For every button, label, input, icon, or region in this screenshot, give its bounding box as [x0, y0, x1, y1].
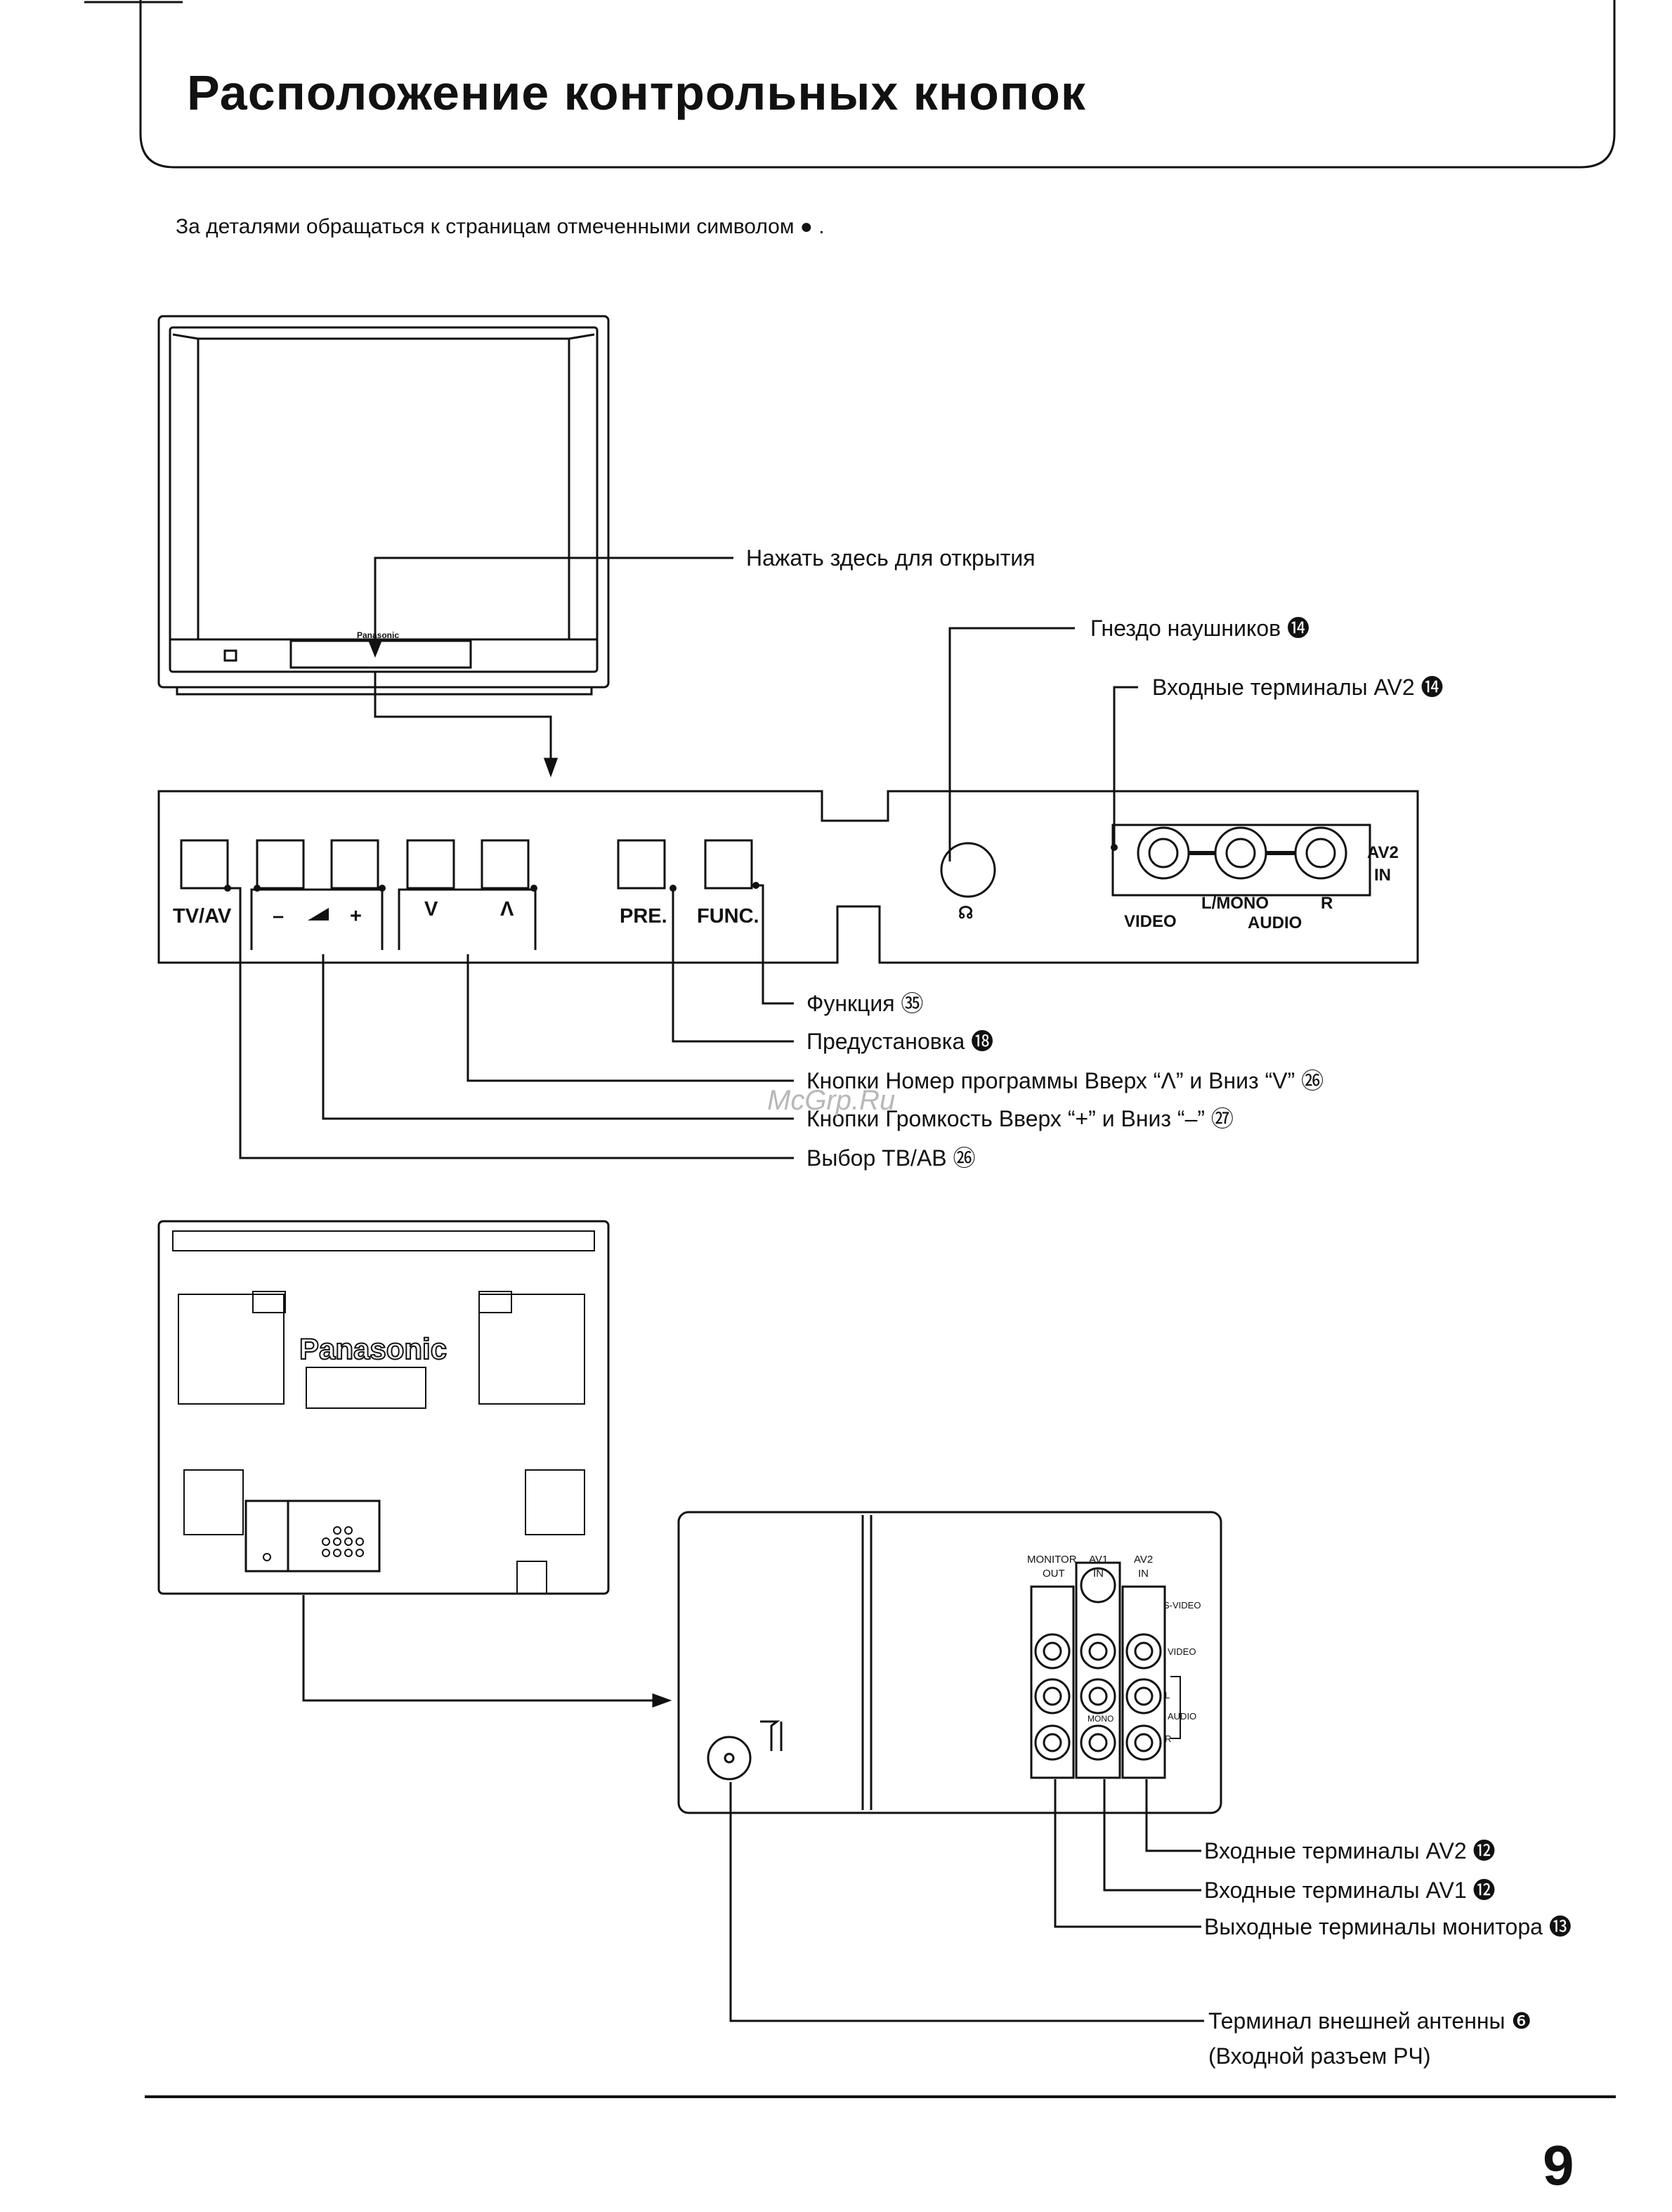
- svideo-side-label: S-VIDEO: [1163, 1600, 1201, 1611]
- pre-button-label: PRE.: [620, 905, 667, 928]
- rear-brand-logo: Panasonic: [299, 1332, 448, 1366]
- monitor-out-header-1: MONITOR: [1027, 1554, 1077, 1566]
- monitor-out-header-2: OUT: [1043, 1568, 1065, 1580]
- av1-in-header-1: AV1: [1089, 1554, 1109, 1566]
- video-side-label: VIDEO: [1168, 1646, 1196, 1657]
- audio-side-label: AUDIO: [1168, 1711, 1197, 1722]
- channel-down-label: V: [424, 898, 438, 920]
- headphone-icon: ☊: [958, 904, 974, 923]
- control-panel-outline: [157, 790, 1419, 964]
- mono-side-label: MONO: [1088, 1714, 1114, 1724]
- volume-plus-label: +: [350, 905, 362, 928]
- volume-buttons-callout: Кнопки Громкость Вверх “+” и Вниз “–” ㉗: [806, 1106, 1234, 1131]
- rear-tv-illustration: [157, 1220, 610, 1595]
- antenna-callout: Терминал внешней антенны ❻: [1208, 2008, 1532, 2034]
- av2-lmono-label: L/MONO: [1201, 894, 1269, 913]
- rear-av2-callout: Входные терминалы AV2 ⓬: [1204, 1838, 1496, 1863]
- r-side-label: R: [1165, 1733, 1172, 1744]
- preset-callout: Предустановка ⓲: [806, 1029, 994, 1054]
- rear-panel-outline: [677, 1511, 1222, 1814]
- front-brand-logo: Panasonic: [357, 630, 400, 640]
- tvav-select-callout: Выбор ТВ/АВ ㉖: [806, 1145, 976, 1171]
- av2-inputs-callout: Входные терминалы AV2 ⓮: [1152, 675, 1444, 700]
- func-button-label: FUNC.: [697, 905, 759, 928]
- intro-text: За деталями обращаться к страницам отмеч…: [176, 215, 825, 238]
- open-here-label: Нажать здесь для открытия: [746, 545, 1036, 571]
- av2-tag-label: AV2: [1367, 843, 1399, 862]
- volume-minus-label: –: [273, 905, 285, 928]
- tvav-button-label: TV/AV: [173, 905, 232, 928]
- front-tv-illustration: [157, 315, 610, 696]
- headphones-callout: Гнездо наушников ⓮: [1090, 616, 1310, 641]
- av1-in-header-2: IN: [1093, 1568, 1104, 1580]
- page-number: 9: [1543, 2134, 1574, 2197]
- program-buttons-callout: Кнопки Номер программы Вверх “Λ” и Вниз …: [806, 1068, 1324, 1093]
- av2-in-label: IN: [1374, 866, 1391, 885]
- page-title: Расположение контрольных кнопок: [187, 65, 1086, 120]
- volume-wedge-icon: [308, 908, 329, 920]
- function-callout: Функция ㉟: [806, 991, 924, 1016]
- antenna-sub-callout: (Входной разъем РЧ): [1208, 2043, 1431, 2069]
- rear-av1-callout: Входные терминалы AV1 ⓬: [1204, 1878, 1496, 1903]
- av2-video-label: VIDEO: [1124, 912, 1177, 931]
- monitor-outputs-callout: Выходные терминалы монитора ⓭: [1204, 1914, 1572, 1939]
- av2-in-header-2: IN: [1138, 1568, 1149, 1580]
- av2-audio-label: AUDIO: [1248, 913, 1302, 932]
- l-side-label: L: [1165, 1690, 1170, 1700]
- header-frame: [139, 0, 1616, 169]
- channel-up-label: Λ: [500, 898, 514, 920]
- av2-in-header-1: AV2: [1134, 1554, 1154, 1566]
- watermark: McGrp.Ru: [767, 1085, 896, 1116]
- av2-r-label: R: [1321, 894, 1333, 913]
- panel-buttons: [180, 839, 753, 890]
